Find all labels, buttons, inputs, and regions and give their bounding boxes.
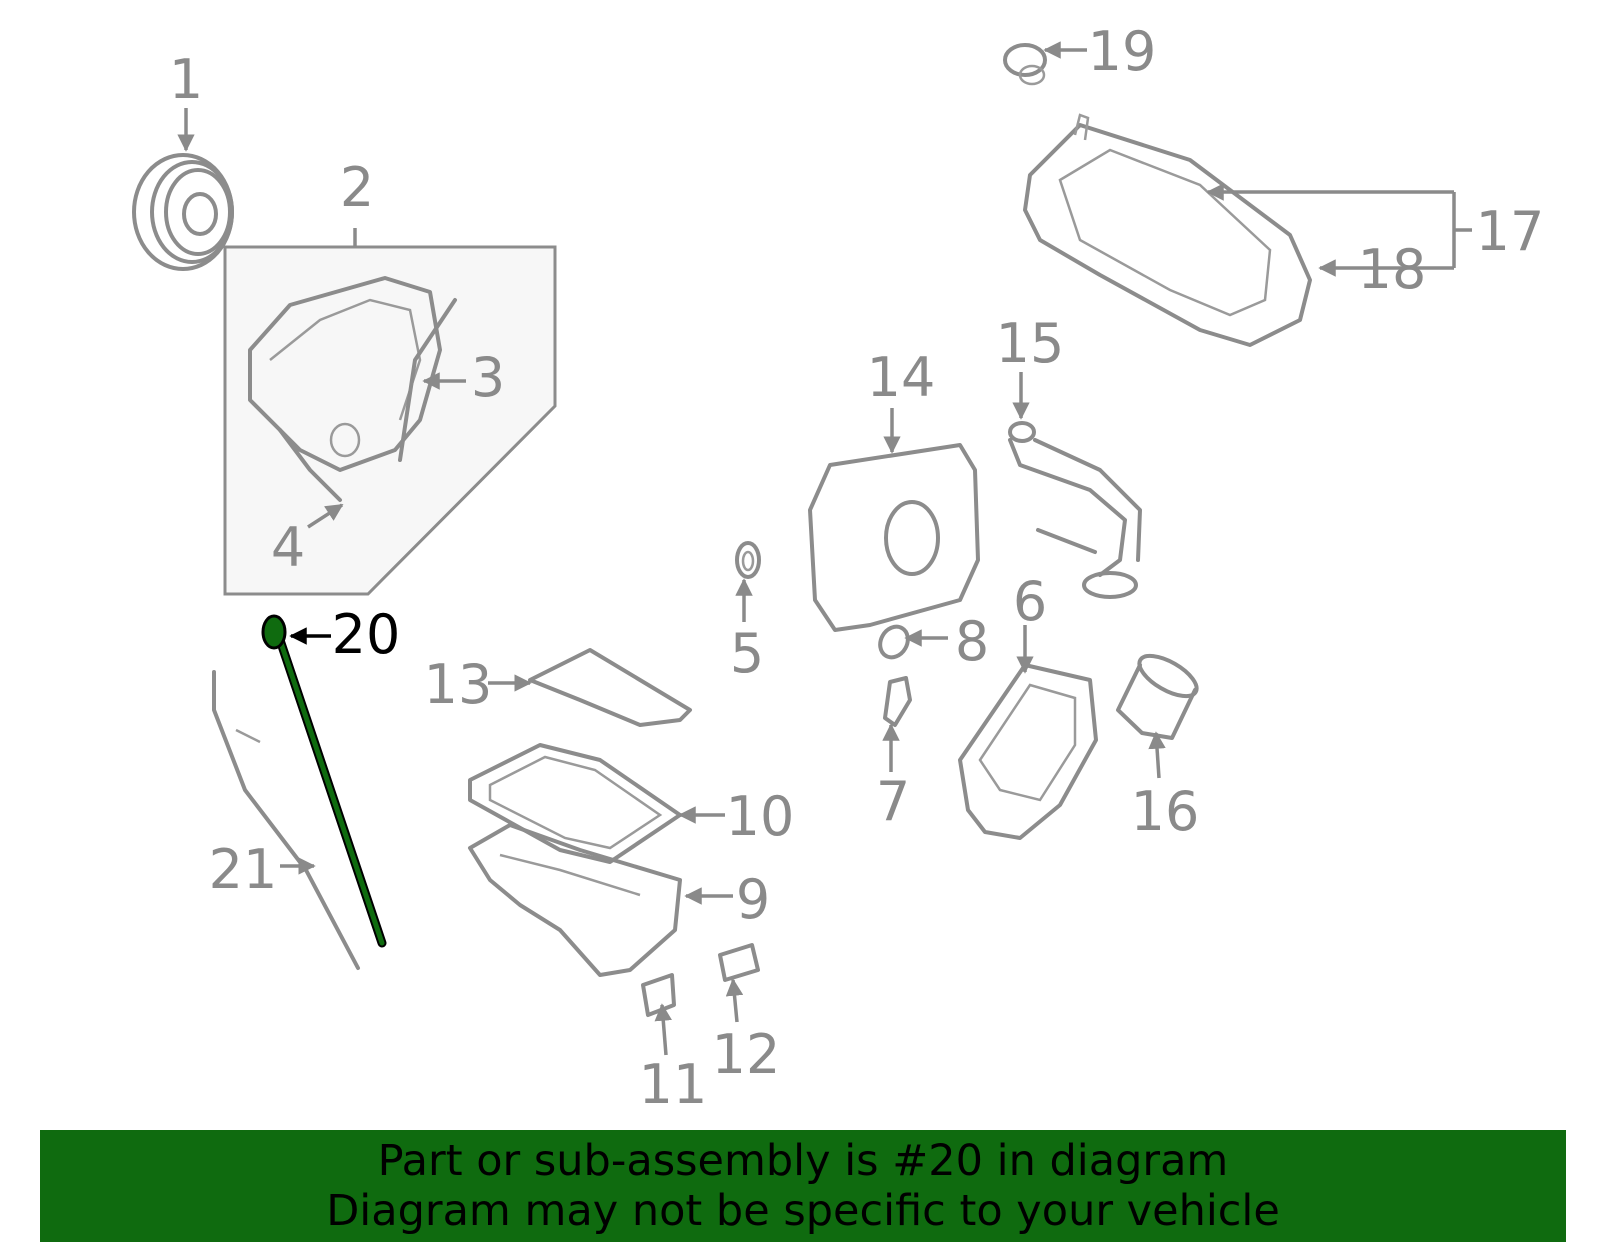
part-15-pickup-tube [1008, 372, 1142, 599]
footer-line-1: Part or sub-assembly is #20 in diagram [377, 1136, 1229, 1186]
callout-4: 4 [271, 516, 305, 579]
part-11-plug [641, 973, 676, 1056]
footer-line-2: Diagram may not be specific to your vehi… [326, 1186, 1280, 1236]
part-9-oil-pan [468, 823, 733, 977]
callout-1: 1 [169, 48, 203, 111]
part-16-oil-filter [1116, 653, 1199, 779]
part-19-filler-cap [1003, 41, 1087, 86]
callout-16: 16 [1131, 780, 1200, 843]
part-6-pan-lower [958, 625, 1098, 840]
part-12-cover [718, 943, 760, 1023]
part-20-dipstick [261, 614, 387, 948]
footer-banner: Part or sub-assembly is #20 in diagram D… [40, 1130, 1566, 1242]
callout-17: 17 [1476, 200, 1545, 263]
callout-11: 11 [639, 1053, 708, 1116]
callout-12: 12 [712, 1023, 781, 1086]
callout-13: 13 [424, 653, 493, 716]
part-5-seal [735, 541, 761, 622]
callout-18: 18 [1358, 238, 1427, 301]
callout-5: 5 [730, 622, 764, 685]
callout-14: 14 [867, 346, 936, 409]
callout-8: 8 [955, 610, 989, 673]
callout-21: 21 [209, 838, 278, 901]
part-2-timing-cover-box [223, 228, 557, 596]
callout-2: 2 [340, 156, 374, 219]
part-13-baffle [488, 648, 692, 727]
part-10-gasket [468, 743, 725, 864]
callout-10: 10 [726, 785, 795, 848]
callout-9: 9 [736, 868, 770, 931]
callout-6: 6 [1013, 570, 1047, 633]
part-21-dipstick-tube [212, 670, 360, 970]
part-17-valve-cover [1023, 113, 1472, 347]
callout-7: 7 [876, 770, 910, 833]
part-14-front-cover [808, 408, 980, 632]
callout-3: 3 [471, 346, 505, 409]
callout-15: 15 [996, 312, 1065, 375]
part-7-bracket [882, 676, 912, 772]
callout-19: 19 [1088, 20, 1157, 83]
part-8-o-ring [878, 624, 948, 660]
callout-20: 20 [332, 603, 401, 666]
part-1-pulley [132, 108, 234, 271]
